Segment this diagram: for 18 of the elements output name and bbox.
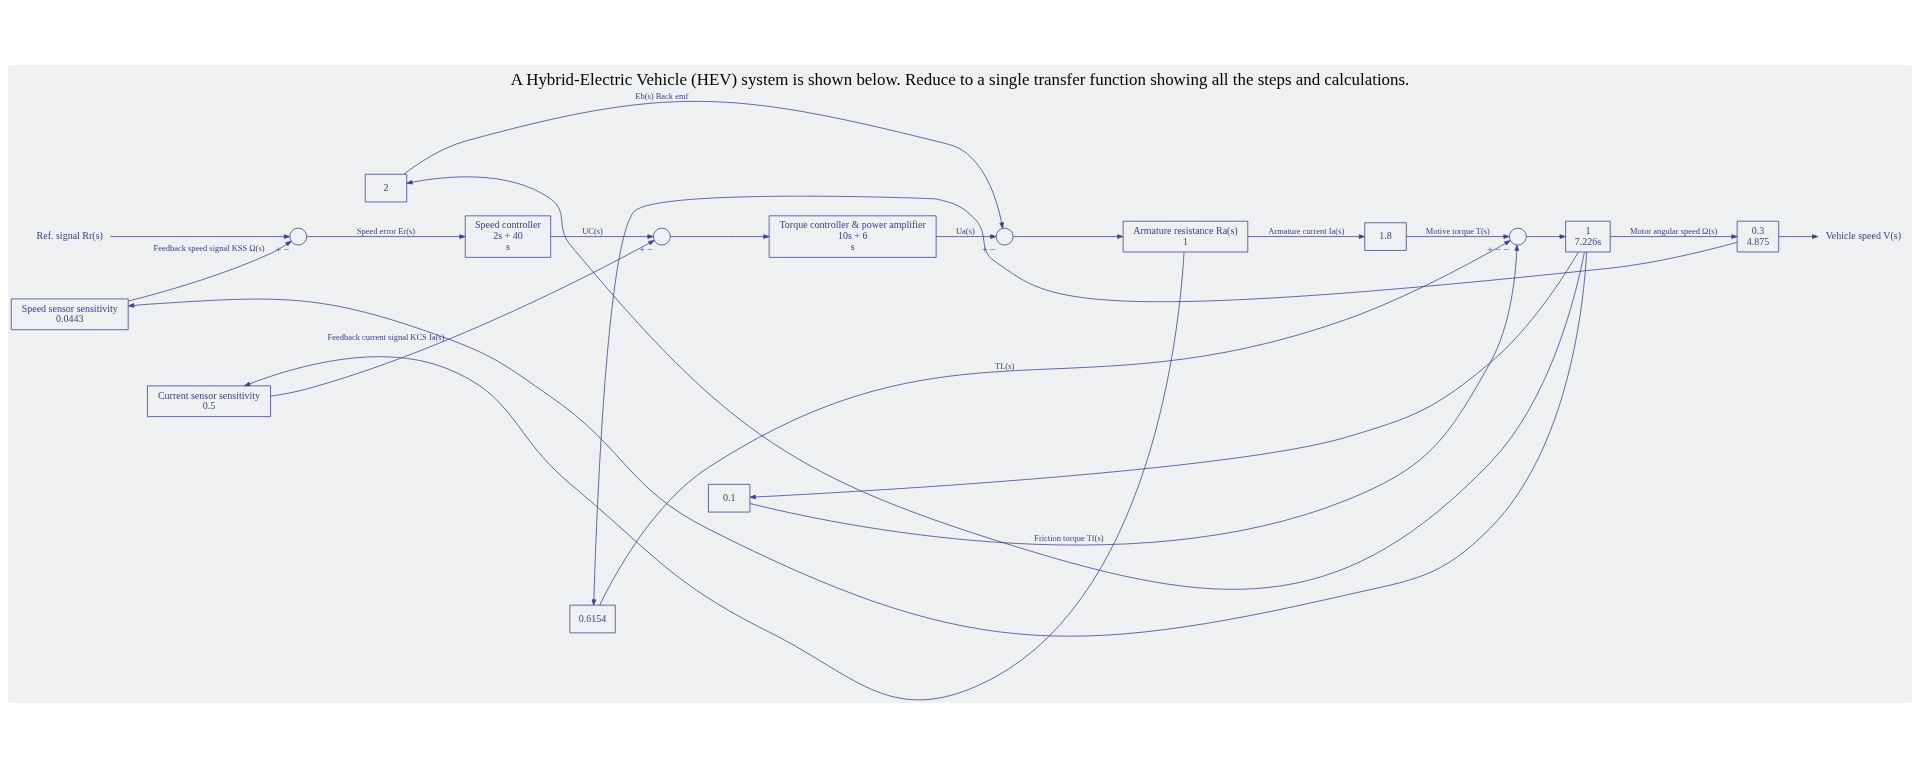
edge-label: Feedback current signal KCS Ia(s)	[327, 331, 445, 342]
node-text: Ref. signal Rr(s)	[36, 230, 103, 242]
node-text: Vehicle speed V(s)	[1825, 230, 1902, 242]
edge-label: Speed error Er(s)	[356, 226, 416, 237]
node-label: + − −	[1487, 244, 1510, 256]
node-label: + −	[275, 244, 290, 256]
node-label: + −	[981, 244, 996, 256]
edge-label: Motor angular speed Ω(s)	[1630, 226, 1718, 237]
edge-label: Eb(s) Back emf	[635, 91, 689, 102]
edge-label: Feedback speed signal KSS Ω(s)	[153, 243, 265, 254]
edge-label: Motive torque T(s)	[1425, 226, 1490, 237]
edge-label: Friction torque Tf(s)	[1034, 533, 1104, 544]
edge-label: Armature current Ia(s)	[1268, 226, 1345, 237]
edge-label: Ua(s)	[956, 226, 975, 237]
edge-label: TL(s)	[995, 360, 1015, 371]
node-label: + −	[639, 244, 653, 256]
diagram-title: A Hybrid-Electric Vehicle (HEV) system is shown below. Reduce to a single transfer function showing all the steps and calculations.	[510, 69, 1410, 89]
edge-label: UC(s)	[582, 226, 603, 237]
